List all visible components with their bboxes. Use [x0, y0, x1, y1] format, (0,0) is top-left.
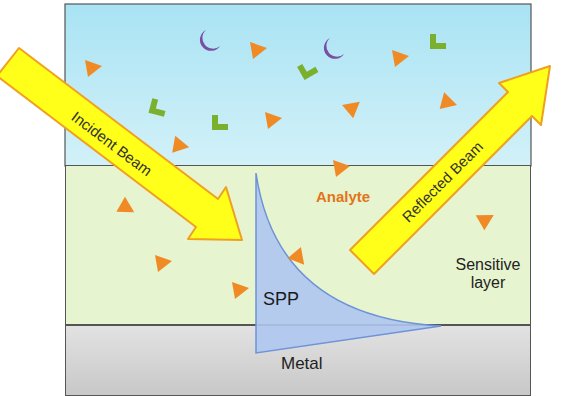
node-text: Metal: [281, 354, 341, 374]
node-text: SPP: [263, 289, 313, 310]
node-text: Sensitive layer: [449, 256, 527, 293]
analyte-label: Analyte: [316, 188, 370, 205]
sensitive-layer-band: Sensitive layerSPP: [65, 165, 531, 325]
incident-beam: [0, 48, 242, 240]
